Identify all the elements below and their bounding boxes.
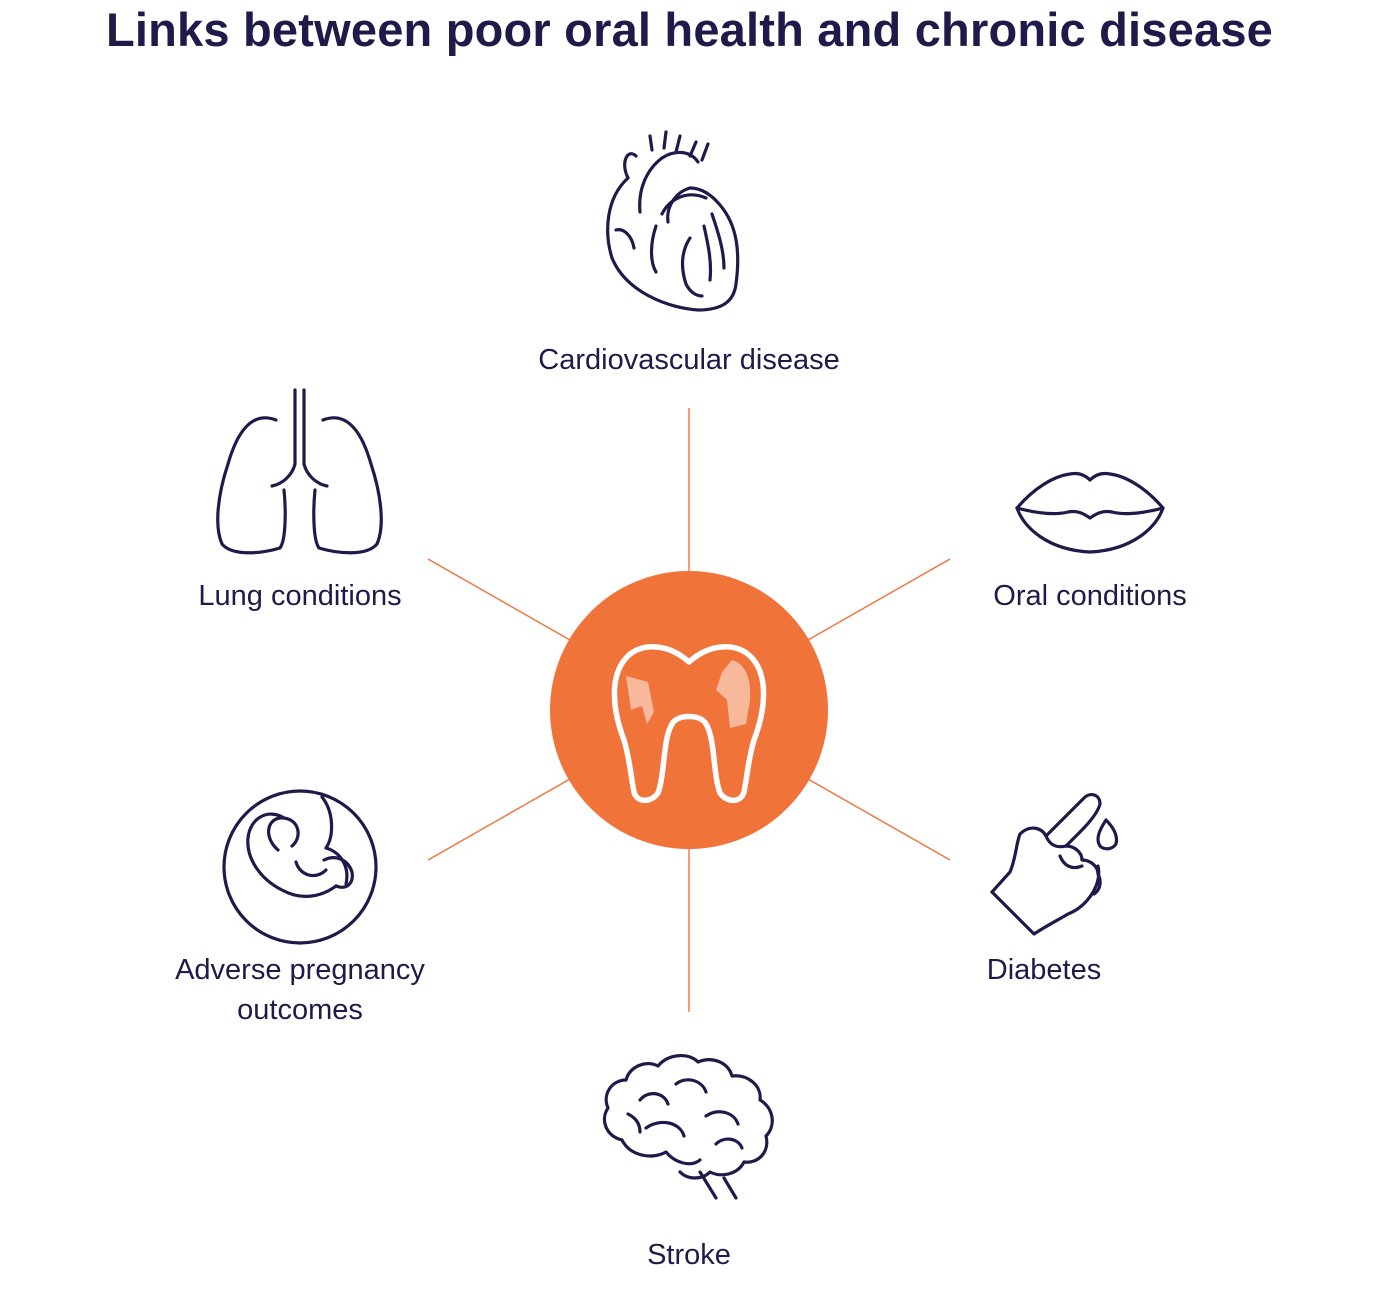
label-oral: Oral conditions xyxy=(993,580,1187,612)
connectors xyxy=(427,408,951,1012)
connector-lung xyxy=(427,558,571,641)
label-lung: Lung conditions xyxy=(198,580,402,612)
tooth-icon xyxy=(611,644,767,804)
label-pregnancy-line1: Adverse pregnancy xyxy=(175,954,425,986)
fetus-icon xyxy=(222,789,378,945)
label-stroke: Stroke xyxy=(647,1239,731,1271)
finger-blood-drop-icon xyxy=(990,793,1119,936)
central-hub xyxy=(550,571,828,849)
brain-icon xyxy=(602,1054,774,1200)
label-cardiovascular: Cardiovascular disease xyxy=(538,344,840,376)
page-title: Links between poor oral health and chron… xyxy=(105,3,1273,56)
label-diabetes: Diabetes xyxy=(986,954,1102,986)
heart-icon xyxy=(606,130,740,312)
lungs-icon xyxy=(216,388,383,555)
lips-icon xyxy=(1015,471,1165,554)
label-pregnancy-line2: outcomes xyxy=(237,994,363,1026)
hub-circle xyxy=(550,571,828,849)
connector-oral xyxy=(807,558,951,641)
connector-pregnancy xyxy=(427,778,571,861)
connector-diabetes xyxy=(807,778,951,861)
